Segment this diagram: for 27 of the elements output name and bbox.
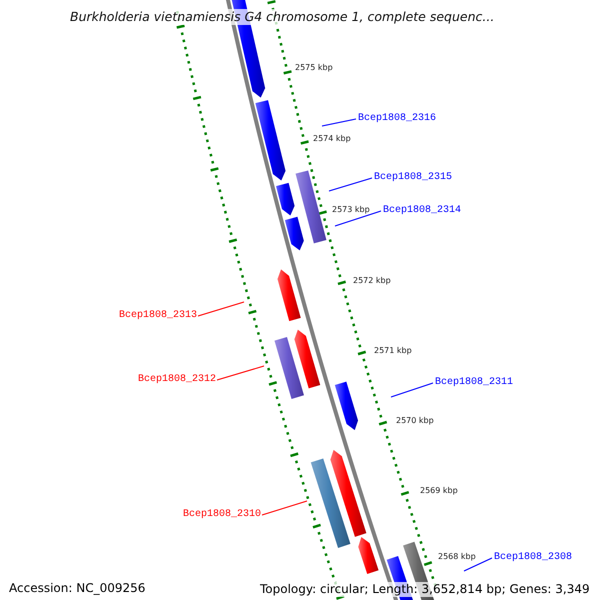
leader-line	[328, 178, 372, 192]
leader-line	[464, 558, 492, 572]
scale-label: 2572 kbp	[353, 276, 391, 286]
chart-title: Burkholderia vietnamiensis G4 chromosome 1, complete sequenc...	[70, 9, 494, 25]
gene-label: Bcep1808_2308	[494, 552, 572, 564]
gene-label: Bcep1808_2314	[383, 205, 462, 217]
leader-line	[390, 382, 434, 398]
scale-label: 2571 kbp	[374, 346, 412, 356]
gene-label: Bcep1808_2313	[118, 310, 197, 322]
gene-label: Bcep1808_2311	[435, 377, 514, 389]
scale-label: 2568 kbp	[438, 552, 476, 562]
leader-line	[216, 366, 264, 380]
scale-label: 2574 kbp	[313, 134, 351, 144]
genome-info-text: Topology: circular; Length: 3,652,814 bp; Genes: 3,349	[260, 582, 590, 597]
leader-line	[198, 302, 244, 316]
gene-label: Bcep1808_2312	[138, 374, 216, 386]
scale-label: 2569 kbp	[420, 486, 458, 496]
gene-label: Bcep1808_2310	[182, 509, 261, 521]
scale-label: 2575 kbp	[295, 63, 333, 73]
leader-line	[322, 118, 356, 126]
gene-label: Bcep1808_2315	[374, 172, 452, 184]
leader-line	[262, 500, 308, 516]
accession-text: Accession: NC_009256	[9, 581, 146, 596]
leader-line	[334, 210, 382, 226]
scale-label: 2570 kbp	[396, 416, 434, 426]
scale-label: 2573 kbp	[332, 205, 370, 215]
gene-label: Bcep1808_2316	[358, 113, 436, 125]
